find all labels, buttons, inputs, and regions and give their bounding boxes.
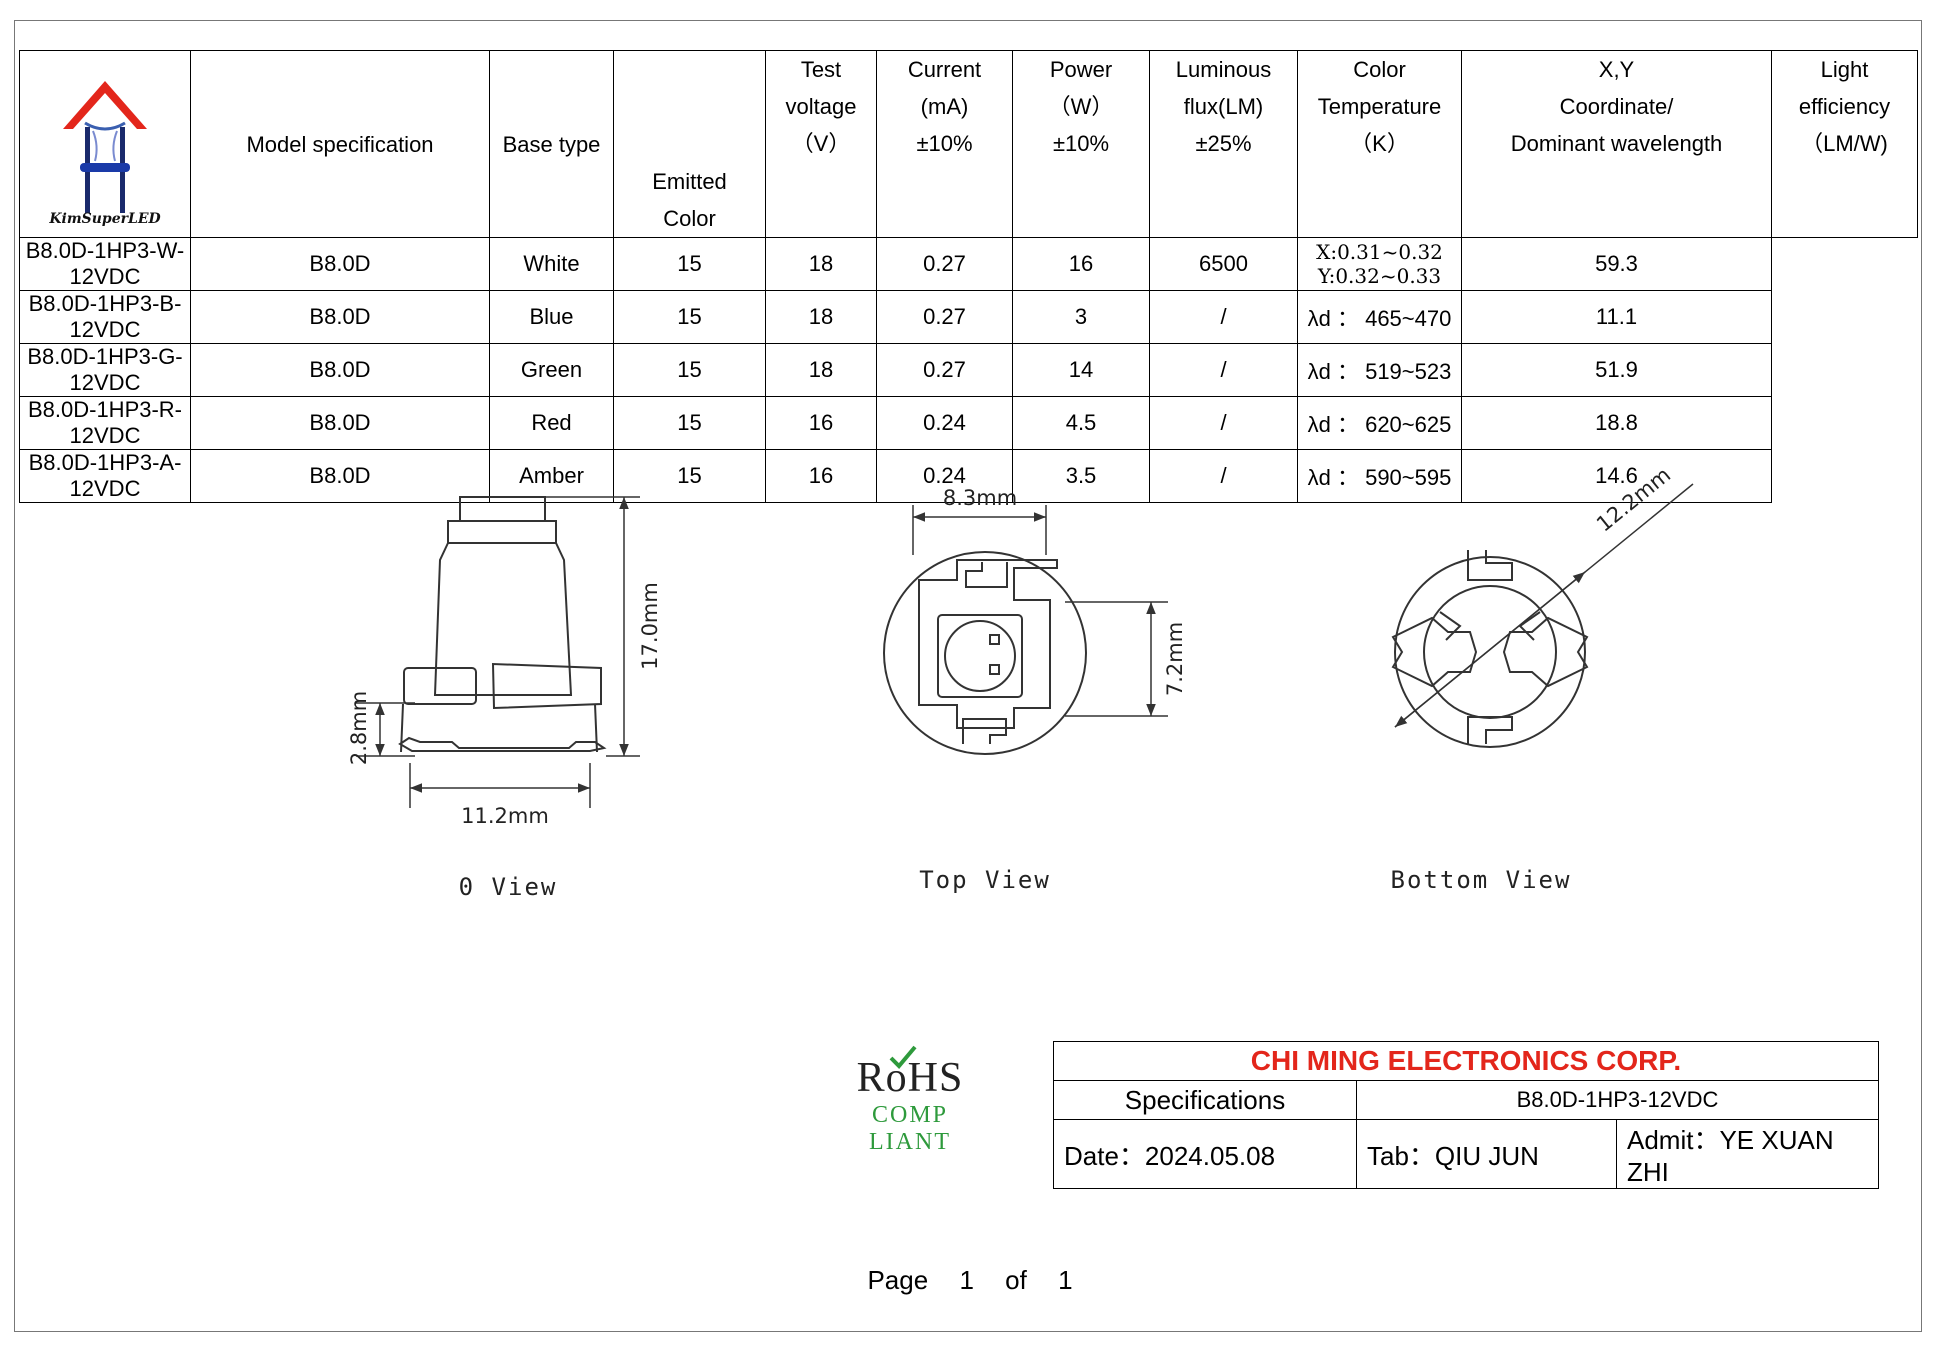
cell-xy: λd ： 519~523	[1297, 343, 1462, 397]
cell-current: 18	[765, 237, 877, 291]
title-block: CHI MING ELECTRONICS CORP. Specification…	[1053, 1041, 1879, 1189]
cell-power: 0.24	[876, 396, 1013, 450]
cell-temp: /	[1149, 396, 1298, 450]
dim-diameter-label: 12.2mm	[1592, 463, 1675, 537]
cell-power: 0.27	[876, 237, 1013, 291]
cell-color: Amber	[489, 449, 614, 503]
page-border	[14, 20, 1922, 1332]
bottom-view-caption: Bottom View	[1391, 866, 1572, 894]
rohs-label: RoHS	[856, 1055, 964, 1101]
bottom-view-dimensions	[1394, 483, 1694, 728]
cell-model: B8.0D-1HP3-R-12VDC	[19, 396, 191, 450]
cell-current: 18	[765, 290, 877, 344]
header-current: Current(mA)±10%	[876, 50, 1013, 238]
page-label: Page	[867, 1265, 929, 1295]
cell-color: Red	[489, 396, 614, 450]
dim-pin-label: 2.8mm	[347, 691, 371, 765]
cell-color: White	[489, 237, 614, 291]
page-number: 1	[959, 1265, 974, 1295]
side-view	[398, 496, 607, 753]
kimsuperled-logo: KimSuperLED	[48, 81, 162, 227]
cell-power: 0.27	[876, 290, 1013, 344]
cell-flux: 16	[1012, 237, 1150, 291]
cell-flux: 3.5	[1012, 449, 1150, 503]
cell-voltage: 15	[613, 237, 766, 291]
cell-temp: /	[1149, 449, 1298, 503]
page-footer: Page 1 of 1	[0, 1265, 1940, 1296]
table-row: B8.0D-1HP3-B-12VDC B8.0D Blue 15 18 0.27…	[19, 290, 1918, 344]
svg-text:KimSuperLED: KimSuperLED	[48, 211, 161, 226]
cell-voltage: 15	[613, 343, 766, 397]
rohs-sub-label: COMP LIANT	[869, 1102, 951, 1155]
table-row: B8.0D-1HP3-G-12VDC B8.0D Green 15 18 0.2…	[19, 343, 1918, 397]
top-view	[883, 551, 1087, 755]
cell-temp: /	[1149, 290, 1298, 344]
header-row: KimSuperLED Model specification Base typ…	[19, 50, 1918, 238]
spec-label: Specifications	[1053, 1080, 1357, 1120]
cell-xy: λd ： 590~595	[1297, 449, 1462, 503]
top-view-dimensions	[912, 505, 1168, 717]
bottom-view	[1391, 550, 1589, 748]
cell-power: 0.24	[876, 449, 1013, 503]
header-model: Model specification	[190, 50, 490, 238]
header-base: Base type	[489, 50, 614, 238]
cell-color: Blue	[489, 290, 614, 344]
cell-efficiency: 18.8	[1461, 396, 1772, 450]
dim-width-label: 11.2mm	[461, 804, 549, 828]
spec-table: KimSuperLED Model specification Base typ…	[19, 50, 1918, 503]
cell-model: B8.0D-1HP3-G-12VDC	[19, 343, 191, 397]
cell-base: B8.0D	[190, 449, 490, 503]
cell-efficiency: 11.1	[1461, 290, 1772, 344]
cell-base: B8.0D	[190, 237, 490, 291]
cell-flux: 3	[1012, 290, 1150, 344]
spec-value: B8.0D-1HP3-12VDC	[1356, 1080, 1879, 1120]
top-view-caption: Top View	[919, 866, 1051, 894]
cell-voltage: 15	[613, 290, 766, 344]
header-power: Power（W）±10%	[1012, 50, 1150, 238]
cell-voltage: 15	[613, 396, 766, 450]
side-view-caption: 0 View	[459, 873, 558, 901]
cell-current: 18	[765, 343, 877, 397]
cell-model: B8.0D-1HP3-A-12VDC	[19, 449, 191, 503]
cell-xy: X:0.31~0.32 Y:0.32~0.33	[1297, 237, 1462, 291]
table-row: B8.0D-1HP3-W-12VDC B8.0D White 15 18 0.2…	[19, 237, 1918, 291]
date-field: Date：2024.05.08	[1053, 1119, 1357, 1189]
dim-top-width-label: 8.3mm	[943, 486, 1017, 510]
cell-current: 16	[765, 449, 877, 503]
dim-height-label: 17.0mm	[638, 582, 662, 670]
logo-cell: KimSuperLED	[19, 50, 191, 238]
cell-efficiency: 51.9	[1461, 343, 1772, 397]
admit-field: Admit：YE XUAN ZHI	[1616, 1119, 1879, 1189]
cell-efficiency: 14.6	[1461, 449, 1772, 503]
dim-top-height-label: 7.2mm	[1163, 622, 1187, 696]
page-total: 1	[1058, 1265, 1073, 1295]
table-row: B8.0D-1HP3-A-12VDC B8.0D Amber 15 16 0.2…	[19, 449, 1918, 503]
cell-voltage: 15	[613, 449, 766, 503]
rohs-compliant-mark: RoHS COMP LIANT	[830, 1040, 990, 1155]
cell-color: Green	[489, 343, 614, 397]
company-name: CHI MING ELECTRONICS CORP.	[1053, 1041, 1879, 1081]
cell-current: 16	[765, 396, 877, 450]
cell-flux: 14	[1012, 343, 1150, 397]
table-row: B8.0D-1HP3-R-12VDC B8.0D Red 15 16 0.24 …	[19, 396, 1918, 450]
tab-field: Tab：QIU JUN	[1356, 1119, 1617, 1189]
cell-base: B8.0D	[190, 290, 490, 344]
side-view-dimensions	[356, 496, 640, 808]
cell-model: B8.0D-1HP3-B-12VDC	[19, 290, 191, 344]
check-icon	[889, 1045, 917, 1069]
of-label: of	[1005, 1265, 1027, 1295]
cell-power: 0.27	[876, 343, 1013, 397]
cell-temp: 6500	[1149, 237, 1298, 291]
cell-base: B8.0D	[190, 343, 490, 397]
